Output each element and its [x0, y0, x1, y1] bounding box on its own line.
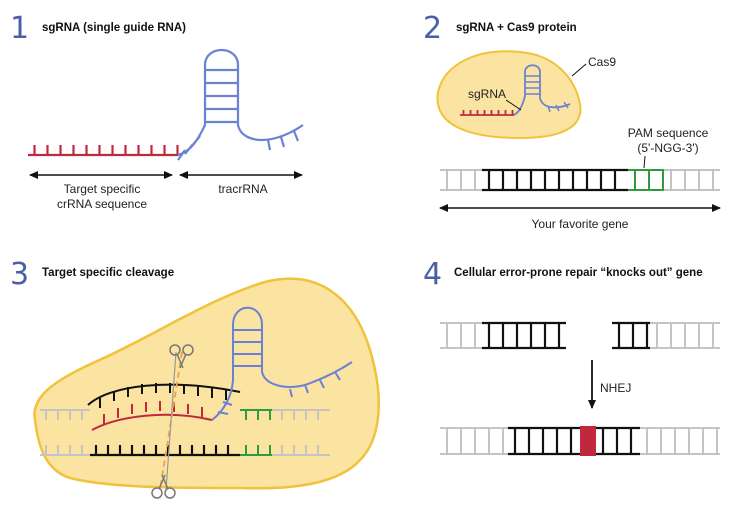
tracrrna-strand-bound — [211, 306, 353, 421]
indel-mutation — [580, 426, 596, 456]
repaired-dna — [440, 426, 720, 456]
scissors-bottom-icon — [151, 474, 176, 499]
cas9-complex-shape — [33, 277, 380, 490]
panel-1-number: 1 — [10, 11, 29, 46]
panel-4-title: Cellular error-prone repair “knocks out”… — [454, 267, 703, 279]
sgrna-pointer — [505, 99, 522, 111]
nhej-label: NHEJ — [600, 381, 631, 395]
panel-3: 3 Target specific cleavage — [10, 257, 380, 499]
panel-2: 2 sgRNA + Cas9 protein Cas9 sgRNA PAM se… — [423, 11, 721, 231]
panel-1: 1 sgRNA (single guide RNA) Target specif… — [10, 11, 304, 211]
crrna-strand — [28, 145, 179, 157]
panel-2-title: sgRNA + Cas9 protein — [456, 22, 577, 34]
panel-3-number: 3 — [10, 257, 29, 292]
pam-pointer — [643, 155, 646, 169]
pam-label-line2: (5'-NGG-3') — [637, 141, 698, 155]
cas9-protein-shape — [436, 50, 582, 140]
displaced-strand — [87, 383, 241, 408]
sgrna-tracr-part — [513, 64, 571, 116]
cut-site — [159, 351, 183, 491]
cut-dna-fragments — [440, 321, 720, 350]
gene-label: Your favorite gene — [532, 217, 629, 231]
sgrna-label: sgRNA — [468, 87, 506, 101]
panel-2-number: 2 — [423, 11, 442, 46]
tracrrna-label: tracrRNA — [218, 182, 267, 196]
cas9-pointer — [571, 63, 587, 77]
gene-dna — [440, 168, 720, 192]
panel-4-number: 4 — [423, 257, 442, 292]
target-dna — [40, 409, 330, 457]
tracrrna-strand — [177, 49, 304, 161]
scissors-top-icon — [169, 344, 194, 369]
panel-4: 4 Cellular error-prone repair “knocks ou… — [423, 257, 720, 456]
pam-label-line1: PAM sequence — [628, 126, 709, 140]
target-specific-label-line1: Target specific — [64, 182, 141, 196]
target-specific-label-line2: crRNA sequence — [57, 197, 147, 211]
sgrna-crrna-part — [460, 110, 514, 116]
panel-1-title: sgRNA (single guide RNA) — [42, 22, 186, 34]
cas9-label: Cas9 — [588, 55, 616, 69]
panel-3-title: Target specific cleavage — [42, 267, 174, 279]
